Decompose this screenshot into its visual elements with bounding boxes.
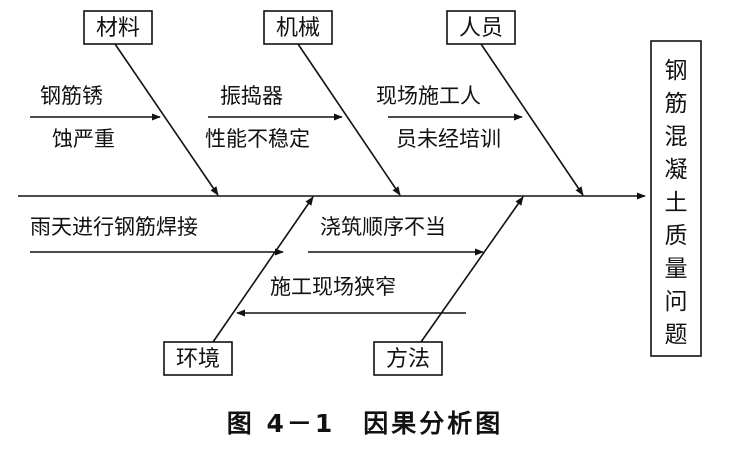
cause-untrained-line2: 员未经培训 bbox=[396, 127, 501, 151]
effect-char: 土 bbox=[665, 190, 688, 216]
cause-untrained-line1: 现场施工人 bbox=[376, 84, 481, 108]
category-label-method: 方法 bbox=[386, 347, 430, 372]
cause-pour-order-label: 浇筑顺序不当 bbox=[320, 215, 446, 239]
effect-char: 题 bbox=[665, 322, 688, 348]
cause-rebar-rust-line2: 蚀严重 bbox=[52, 127, 115, 151]
bone-environment-arrow bbox=[212, 196, 314, 343]
category-label-machinery: 机械 bbox=[276, 16, 320, 41]
cause-rebar-rust-line1: 钢筋锈 bbox=[40, 84, 103, 108]
bone-machinery-arrow bbox=[297, 43, 401, 196]
effect-char: 凝 bbox=[665, 157, 688, 183]
effect-char: 钢 bbox=[665, 58, 688, 84]
cause-vibrator-line1: 振捣器 bbox=[220, 84, 283, 108]
category-box-method bbox=[373, 341, 443, 376]
effect-label: 钢 筋 混 凝 土 质 量 问 题 bbox=[665, 58, 688, 348]
bone-method-arrow bbox=[420, 196, 524, 343]
bone-personnel-arrow bbox=[480, 43, 584, 196]
effect-char: 混 bbox=[665, 124, 688, 150]
category-box-materials bbox=[83, 10, 153, 45]
bone-materials-arrow bbox=[114, 43, 219, 196]
category-box-environment bbox=[163, 341, 233, 376]
effect-char: 问 bbox=[665, 289, 688, 315]
effect-char: 量 bbox=[665, 256, 688, 282]
effect-char: 质 bbox=[665, 223, 688, 249]
cause-narrow-site-label: 施工现场狭窄 bbox=[270, 275, 396, 299]
category-label-personnel: 人员 bbox=[459, 16, 503, 41]
effect-box bbox=[650, 40, 702, 357]
effect-char: 筋 bbox=[665, 91, 688, 117]
cause-rain-welding-label: 雨天进行钢筋焊接 bbox=[30, 215, 198, 239]
category-label-environment: 环境 bbox=[176, 347, 220, 372]
cause-vibrator-line2: 性能不稳定 bbox=[205, 127, 310, 151]
category-label-materials: 材料 bbox=[96, 16, 140, 41]
figure-caption: 图 4－1 因果分析图 bbox=[227, 409, 504, 438]
